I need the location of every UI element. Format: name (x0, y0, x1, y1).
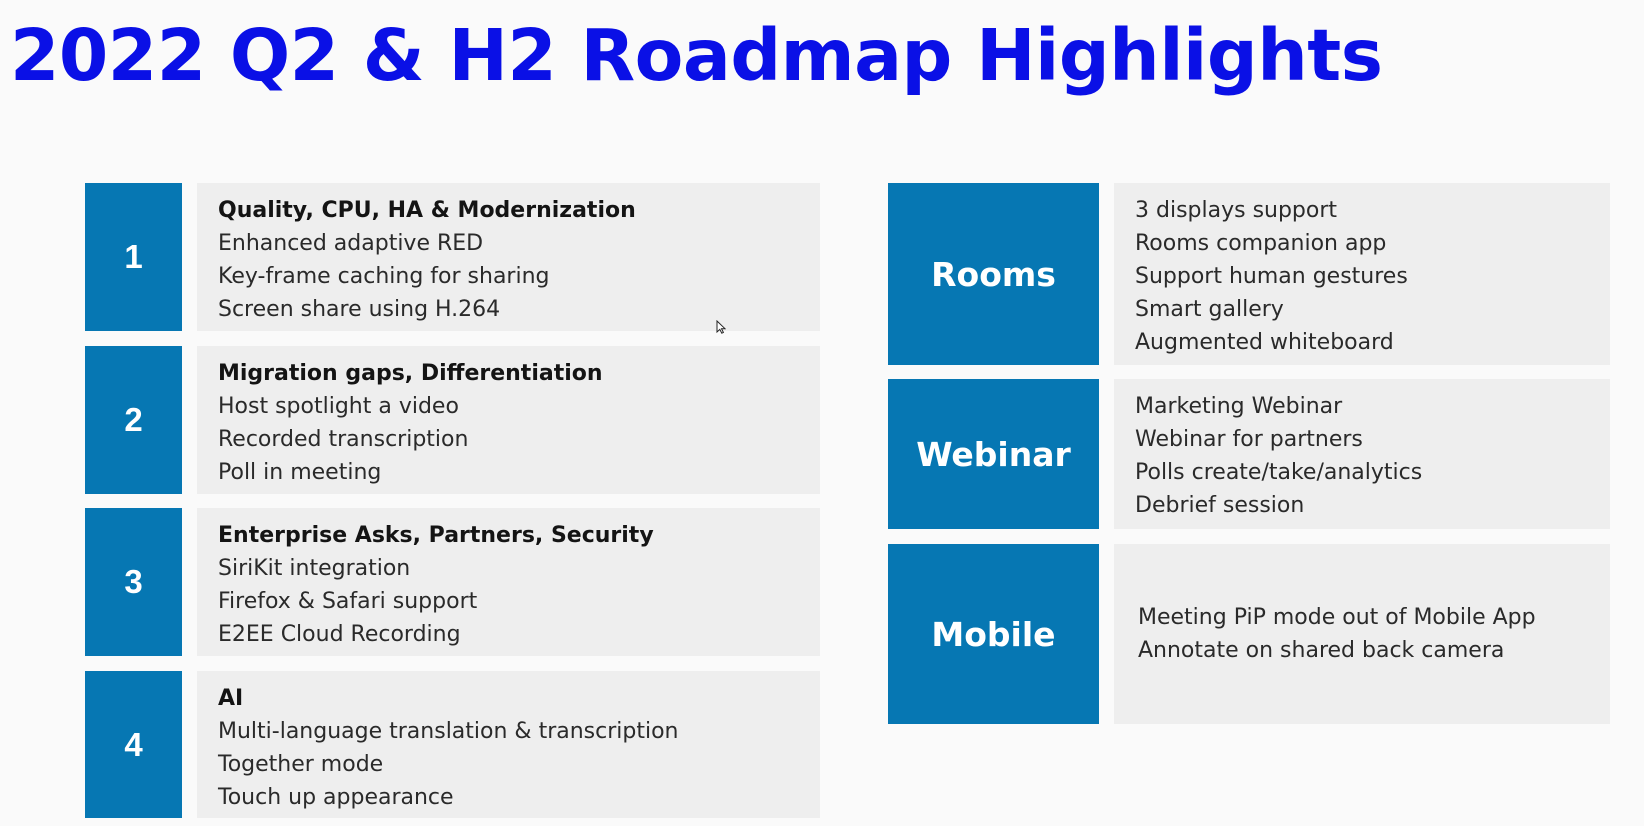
slide-title: 2022 Q2 & H2 Roadmap Highlights (10, 14, 1383, 97)
theme-item: Screen share using H.264 (218, 297, 501, 322)
theme-number-3: 3 (85, 508, 182, 656)
theme-panel-2: Migration gaps, Differentiation Host spo… (197, 346, 820, 494)
theme-panel-1: Quality, CPU, HA & Modernization Enhance… (197, 183, 820, 331)
theme-item: SiriKit integration (218, 556, 411, 581)
theme-heading: Enterprise Asks, Partners, Security (218, 523, 654, 548)
theme-panel-3: Enterprise Asks, Partners, Security Siri… (197, 508, 820, 656)
product-item: Marketing Webinar (1135, 394, 1343, 419)
product-item: Augmented whiteboard (1135, 330, 1394, 355)
theme-heading: Migration gaps, Differentiation (218, 361, 603, 386)
theme-item: Poll in meeting (218, 460, 382, 485)
theme-item: Recorded transcription (218, 427, 469, 452)
theme-item: Key-frame caching for sharing (218, 264, 550, 289)
product-panel-webinar: Marketing Webinar Webinar for partners P… (1114, 379, 1610, 529)
theme-item: Multi-language translation & transcripti… (218, 719, 679, 744)
theme-item: Firefox & Safari support (218, 589, 478, 614)
product-panel-mobile: Meeting PiP mode out of Mobile App Annot… (1114, 544, 1610, 724)
product-panel-rooms: 3 displays support Rooms companion app S… (1114, 183, 1610, 365)
product-item: Support human gestures (1135, 264, 1408, 289)
product-label-rooms: Rooms (888, 183, 1099, 365)
product-label-mobile: Mobile (888, 544, 1099, 724)
theme-item: Together mode (218, 752, 384, 777)
theme-number-1: 1 (85, 183, 182, 331)
theme-item: E2EE Cloud Recording (218, 622, 461, 647)
product-label-webinar: Webinar (888, 379, 1099, 529)
theme-item: Touch up appearance (218, 785, 454, 810)
product-item: Rooms companion app (1135, 231, 1387, 256)
theme-heading: Quality, CPU, HA & Modernization (218, 198, 636, 223)
theme-number-4: 4 (85, 671, 182, 818)
mouse-pointer-icon (716, 320, 726, 334)
product-item: Meeting PiP mode out of Mobile App (1138, 605, 1536, 630)
product-item: Polls create/take/analytics (1135, 460, 1423, 485)
theme-item: Enhanced adaptive RED (218, 231, 484, 256)
product-item: 3 displays support (1135, 198, 1338, 223)
product-item: Debrief session (1135, 493, 1305, 518)
theme-number-2: 2 (85, 346, 182, 494)
product-item: Annotate on shared back camera (1138, 638, 1505, 663)
theme-panel-4: AI Multi-language translation & transcri… (197, 671, 820, 818)
product-item: Smart gallery (1135, 297, 1284, 322)
theme-item: Host spotlight a video (218, 394, 459, 419)
product-item: Webinar for partners (1135, 427, 1363, 452)
theme-heading: AI (218, 686, 244, 711)
